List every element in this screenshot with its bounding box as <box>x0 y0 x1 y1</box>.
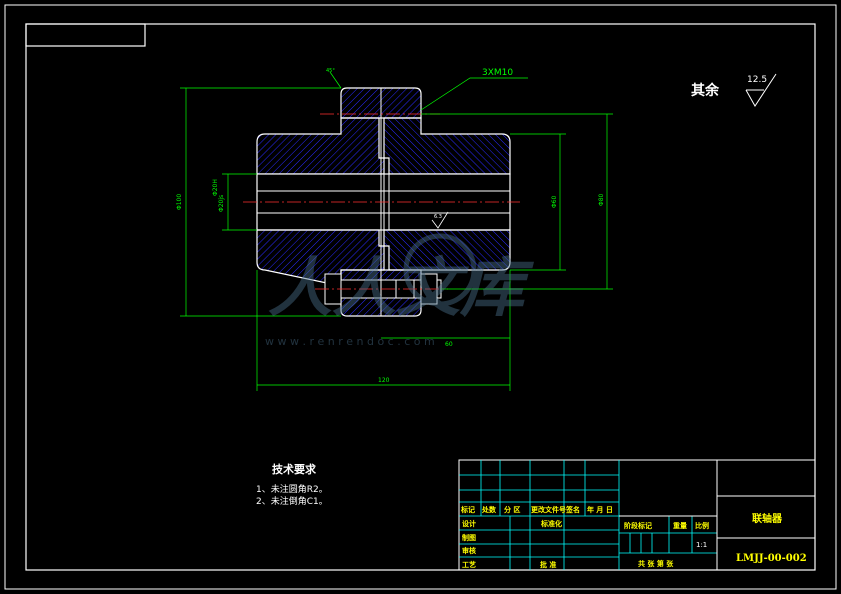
dim-d60: Φ60 <box>551 195 558 208</box>
tb-date: 年 月 日 <box>587 505 613 514</box>
tb-change-doc: 更改文件号 <box>531 505 566 514</box>
tb-ratio: 比例 <box>695 521 709 530</box>
outer-border <box>4 4 837 590</box>
tb-process: 工艺 <box>462 560 476 569</box>
tb-design: 设计 <box>462 519 476 528</box>
dim-d20h: Φ20H <box>212 179 219 196</box>
hub-upper-right <box>383 117 511 175</box>
tb-zone: 分 区 <box>504 505 520 514</box>
dimension-lines <box>180 71 613 391</box>
tb-stage-mark: 阶段标记 <box>624 521 652 530</box>
hub-upper-left <box>256 117 385 175</box>
dim-len60: 60 <box>445 341 453 348</box>
dim-d20js: Φ20js <box>218 195 225 212</box>
hub-lower-right <box>383 229 511 271</box>
roughness-symbol: 12.5 <box>745 73 777 107</box>
top-left-label-box <box>25 23 146 47</box>
watermark-logo <box>403 233 477 307</box>
tb-standard: 标准化 <box>540 519 562 528</box>
tb-sign: 签名 <box>565 505 580 514</box>
tb-review: 审核 <box>462 546 476 555</box>
tech-req-item1: 1、未注圆角R2。 <box>256 483 328 495</box>
note-other: 其余 <box>691 82 720 99</box>
tech-req-item2: 2、未注倒角C1。 <box>256 495 328 507</box>
tech-req-title: 技术要求 <box>272 462 317 476</box>
tb-mark: 标记 <box>460 505 475 514</box>
tb-part-name: 联轴器 <box>752 512 783 525</box>
watermark: 人人文库 w w w . r e n r e n d o c . c o m <box>265 233 535 348</box>
tb-sheets: 共 张 第 张 <box>638 559 674 568</box>
title-block <box>458 459 816 571</box>
svg-text:12.5: 12.5 <box>747 75 767 85</box>
dim-d100: Φ100 <box>176 194 183 210</box>
tb-drawing: 制图 <box>462 533 476 542</box>
roughness-symbol-small: 6.3 <box>431 211 449 229</box>
weld-symbol-text: 45° <box>326 68 335 74</box>
dim-len120: 120 <box>378 377 390 384</box>
tb-count: 处数 <box>481 505 497 514</box>
thread-callout: 3XM10 <box>482 68 513 78</box>
title-block-header-row: 标记 处数 分 区 更改文件号 签名 年 月 日 <box>460 505 613 514</box>
watermark-url: w w w . r e n r e n d o c . c o m <box>265 335 435 348</box>
centerlines <box>243 113 520 290</box>
tb-scale: 1:1 <box>696 541 707 549</box>
svg-text:6.3: 6.3 <box>434 214 442 220</box>
tb-approve: 批 准 <box>540 560 556 569</box>
tb-weight: 重量 <box>673 521 687 530</box>
tb-drawing-no: LMJJ-00-002 <box>736 553 807 564</box>
dim-d80: Φ80 <box>598 193 605 206</box>
inner-border <box>25 23 816 571</box>
watermark-text: 人人文库 <box>268 251 535 326</box>
